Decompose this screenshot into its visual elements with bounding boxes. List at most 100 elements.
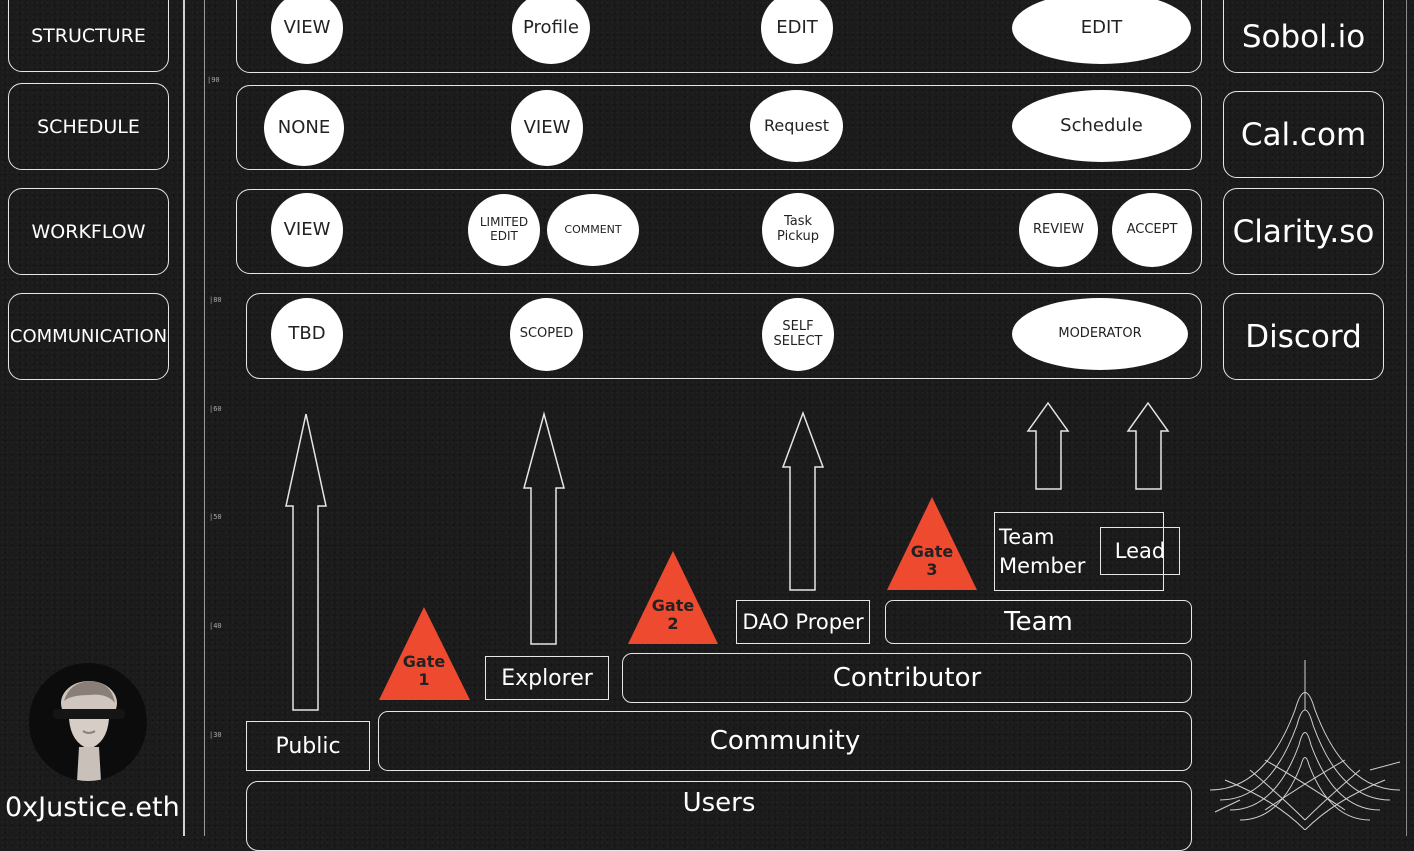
- structure-team-edit: EDIT: [1012, 0, 1191, 64]
- tool-discord: Discord: [1223, 293, 1384, 380]
- role-lead-label: Lead: [1114, 539, 1166, 563]
- left-divider-line: [183, 0, 185, 836]
- role-team-label: Team: [1004, 607, 1073, 637]
- schedule-explorer-view: VIEW: [511, 90, 583, 166]
- ruler-tick: |50: [209, 513, 222, 521]
- tool-clarity: Clarity.so: [1223, 188, 1384, 275]
- role-team-member-label: Team Member: [999, 525, 1086, 578]
- pill-label: TBD: [288, 323, 326, 345]
- gate-number: 2: [667, 613, 679, 633]
- schedule-dao-request: Request: [750, 90, 843, 162]
- category-workflow: WORKFLOW: [8, 188, 169, 275]
- gate-word: Gate: [910, 542, 954, 561]
- gate-1-label: Gate 1: [394, 653, 454, 688]
- ruler-tick: |90: [207, 76, 220, 84]
- role-dao-proper-label: DAO Proper: [742, 610, 864, 634]
- role-explorer-label: Explorer: [501, 665, 593, 691]
- gate-word: Gate: [651, 596, 695, 615]
- workflow-public-view: VIEW: [271, 193, 343, 267]
- workflow-explorer-limited-edit: LIMITED EDIT: [468, 194, 540, 266]
- gate-1-triangle-icon: [379, 607, 470, 700]
- role-public: Public: [246, 721, 370, 771]
- tool-calcom: Cal.com: [1223, 91, 1384, 178]
- up-arrow-icon: [523, 411, 565, 645]
- structure-row: [236, 0, 1202, 73]
- schedule-team-schedule: Schedule: [1012, 90, 1191, 162]
- schedule-row: [236, 85, 1202, 170]
- category-communication-label: COMMUNICATION: [9, 326, 168, 347]
- workflow-row: [236, 189, 1202, 274]
- pill-label: EDIT: [1080, 16, 1123, 38]
- gate-3-triangle-icon: [887, 497, 977, 590]
- ruler-tick: |40: [209, 622, 222, 630]
- schedule-public-none: NONE: [264, 90, 344, 166]
- gate-2-triangle-icon: [628, 551, 718, 644]
- statue-head-avatar-icon: [53, 681, 125, 781]
- role-team-member-group: Team Member: [994, 512, 1164, 591]
- role-community-label: Community: [709, 726, 861, 756]
- up-arrow-icon: [285, 413, 327, 711]
- category-schedule: SCHEDULE: [8, 83, 169, 170]
- structure-explorer-profile: Profile: [512, 0, 590, 64]
- structure-dao-edit: EDIT: [761, 0, 833, 64]
- communication-dao-self-select: SELF SELECT: [762, 298, 834, 371]
- workflow-dao-task-pickup: Task Pickup: [762, 193, 834, 267]
- pill-label: SELF SELECT: [773, 318, 823, 349]
- workflow-team-accept: ACCEPT: [1112, 193, 1192, 267]
- pill-label: VIEW: [283, 218, 331, 240]
- role-contributor: Contributor: [622, 653, 1192, 703]
- pill-label: MODERATOR: [1058, 325, 1142, 341]
- right-ruler-line: [1406, 0, 1407, 836]
- pill-label: COMMENT: [564, 222, 622, 236]
- tool-discord-label: Discord: [1245, 318, 1362, 355]
- tool-clarity-label: Clarity.so: [1232, 213, 1375, 250]
- tool-sobol: Sobol.io: [1223, 0, 1384, 73]
- pill-label: VIEW: [283, 16, 331, 38]
- pill-label: REVIEW: [1032, 221, 1085, 237]
- role-dao-proper: DAO Proper: [736, 600, 870, 644]
- up-arrow-icon: [781, 410, 825, 591]
- gate-number: 3: [926, 559, 938, 579]
- pill-label: VIEW: [523, 116, 571, 138]
- pill-label: ACCEPT: [1126, 221, 1178, 237]
- pill-label: EDIT: [776, 16, 818, 38]
- role-explorer: Explorer: [485, 656, 609, 700]
- role-lead: Lead: [1100, 527, 1180, 575]
- category-schedule-label: SCHEDULE: [37, 115, 140, 138]
- pill-label: Request: [764, 115, 829, 135]
- workflow-team-review: REVIEW: [1019, 193, 1098, 267]
- pill-label: Task Pickup: [777, 214, 819, 244]
- role-users: Users: [246, 781, 1192, 851]
- up-arrow-icon: [1026, 401, 1070, 490]
- communication-team-moderator: MODERATOR: [1012, 298, 1188, 370]
- category-communication: COMMUNICATION: [8, 293, 169, 380]
- category-structure: STRUCTURE: [8, 0, 169, 72]
- role-team: Team: [885, 600, 1192, 644]
- tool-calcom-label: Cal.com: [1240, 116, 1367, 153]
- category-structure-label: STRUCTURE: [31, 25, 146, 47]
- communication-explorer-scoped: SCOPED: [510, 298, 583, 371]
- pill-label: NONE: [277, 116, 331, 138]
- gate-3-label: Gate 3: [902, 543, 962, 578]
- role-contributor-label: Contributor: [832, 663, 982, 693]
- communication-row: [246, 293, 1202, 379]
- pill-label: Profile: [523, 16, 579, 38]
- ruler-tick: |80: [209, 296, 222, 304]
- communication-public-tbd: TBD: [271, 298, 343, 371]
- pill-label: LIMITED EDIT: [479, 215, 529, 243]
- gate-number: 1: [418, 669, 430, 689]
- role-community: Community: [378, 711, 1192, 771]
- structure-public-view: VIEW: [271, 0, 343, 64]
- role-public-label: Public: [275, 733, 341, 759]
- gate-word: Gate: [402, 652, 446, 671]
- pill-label: SCOPED: [519, 326, 574, 342]
- ruler-line: [204, 0, 205, 836]
- avatar: [29, 663, 147, 781]
- workflow-explorer-comment: COMMENT: [547, 194, 639, 266]
- gate-2-label: Gate 2: [643, 597, 703, 632]
- author-handle: 0xJustice.eth: [5, 792, 180, 823]
- wireframe-bell-curve-icon: [1209, 660, 1401, 830]
- category-workflow-label: WORKFLOW: [31, 220, 146, 243]
- up-arrow-icon: [1126, 401, 1170, 490]
